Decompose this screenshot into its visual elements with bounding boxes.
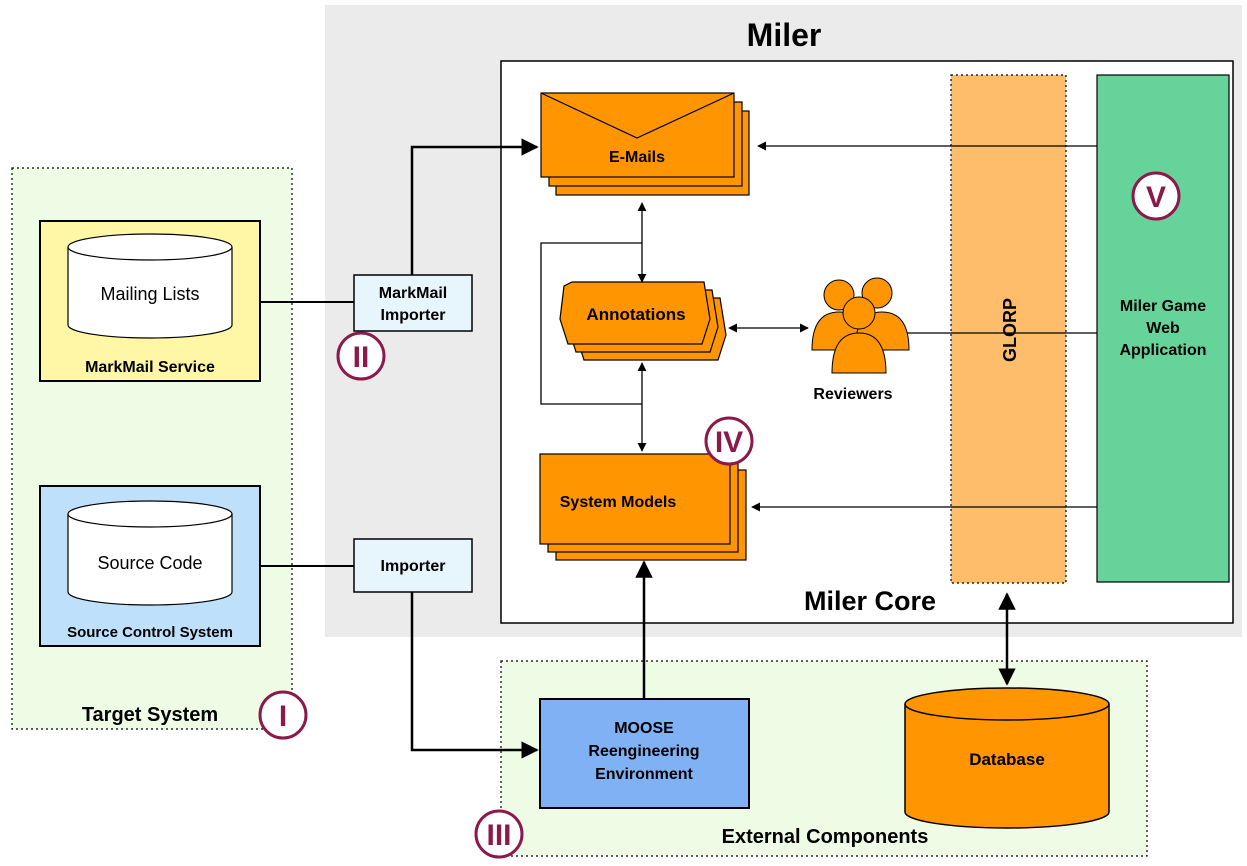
markmail-importer-box [353, 274, 473, 332]
database-cylinder-icon [904, 687, 1110, 829]
emails-envelope-icon [540, 92, 750, 196]
reviewers-label: Reviewers [813, 386, 892, 403]
moose-label-line1: MOOSE [614, 720, 674, 737]
svg-text:I: I [279, 700, 287, 733]
importer-label: Importer [381, 558, 446, 575]
moose-box [539, 698, 750, 809]
annotations-loop-line [540, 242, 642, 405]
markmail-importer-to-emails-arrow [410, 138, 539, 275]
glorp-label: GLORP [1000, 298, 1020, 362]
reviewers-icon [811, 277, 910, 374]
system-models-label: System Models [560, 494, 677, 511]
miler-core-label: Miler Core [804, 586, 936, 616]
markmail-importer-label-line1: MarkMail [379, 285, 447, 302]
source-control-label: Source Control System [67, 624, 233, 641]
webapp-box [1096, 74, 1230, 583]
marker-v: V [1131, 171, 1181, 221]
marker-ii: II [336, 331, 386, 381]
webapp-label-line2: Web [1146, 320, 1180, 337]
moose-label-line2: Reengineering [588, 743, 699, 760]
annotations-stack-icon [559, 281, 727, 361]
annotations-label: Annotations [586, 305, 685, 324]
svg-text:IV: IV [715, 426, 743, 459]
markmail-importer-label-line2: Importer [381, 307, 446, 324]
marker-iii: III [474, 809, 524, 859]
external-components-label: External Components [722, 826, 929, 848]
svg-text:III: III [486, 819, 511, 852]
source-code-cylinder-icon [67, 500, 233, 606]
source-code-label: Source Code [97, 553, 202, 573]
markmail-service-label: MarkMail Service [85, 359, 215, 376]
webapp-label-line3: Application [1119, 342, 1206, 359]
importer-to-moose-arrow [410, 592, 539, 759]
marker-iv: IV [704, 416, 754, 466]
marker-i: I [258, 690, 308, 740]
system-models-stack-icon [539, 453, 747, 561]
importer-box [353, 538, 473, 593]
emails-label: E-Mails [609, 149, 665, 166]
webapp-label-line1: Miler Game [1120, 298, 1206, 315]
database-label: Database [969, 750, 1045, 769]
glorp-bar [950, 74, 1067, 584]
target-system-label: Target System [82, 704, 218, 726]
mailing-lists-cylinder-icon [67, 233, 233, 339]
svg-text:II: II [353, 341, 370, 374]
svg-text:V: V [1146, 181, 1166, 214]
mailing-lists-label: Mailing Lists [100, 284, 199, 304]
moose-label-line3: Environment [595, 766, 693, 783]
miler-title: Miler [747, 17, 822, 53]
